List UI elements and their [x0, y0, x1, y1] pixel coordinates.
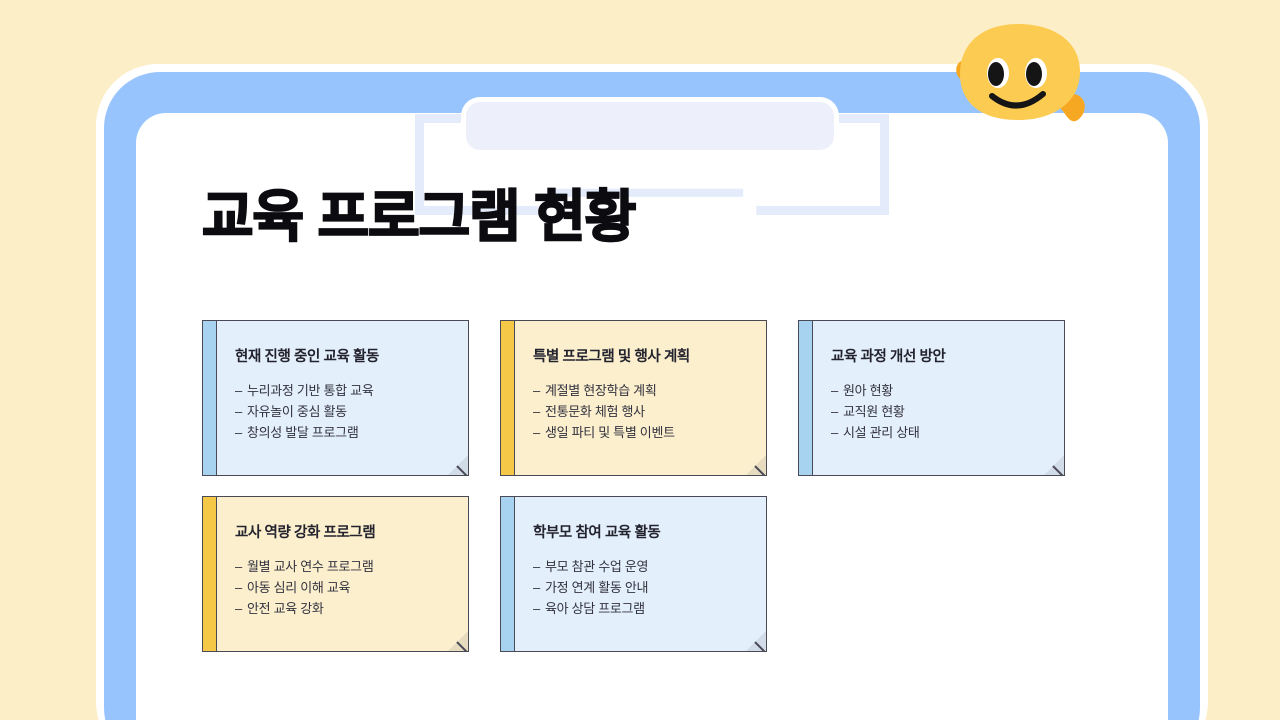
card-list: –원아 현황 –교직원 현황 –시설 관리 상태 — [831, 380, 1050, 443]
list-item: –안전 교육 강화 — [235, 598, 454, 619]
list-item-label: 부모 참관 수업 운영 — [544, 559, 649, 574]
list-item: –창의성 발달 프로그램 — [235, 422, 454, 443]
card-parent-participation[interactable]: 학부모 참여 교육 활동 –부모 참관 수업 운영 –가정 연계 활동 안내 –… — [500, 496, 767, 652]
bullet-dash-icon: – — [533, 383, 540, 398]
list-item: –계절별 현장학습 계획 — [533, 380, 752, 401]
card-accent-bar — [501, 321, 515, 475]
card-body: 특별 프로그램 및 행사 계획 –계절별 현장학습 계획 –전통문화 체험 행사… — [515, 321, 766, 475]
card-title: 교사 역량 강화 프로그램 — [235, 525, 376, 541]
bullet-dash-icon: – — [533, 559, 540, 574]
list-item: –육아 상담 프로그램 — [533, 598, 752, 619]
bullet-dash-icon: – — [235, 601, 242, 617]
list-item-label: 생일 파티 및 특별 이벤트 — [544, 425, 675, 441]
list-item: –시설 관리 상태 — [831, 422, 1050, 443]
bullet-dash-icon: – — [235, 580, 242, 596]
card-list: –부모 참관 수업 운영 –가정 연계 활동 안내 –육아 상담 프로그램 — [533, 556, 752, 619]
card-list: –누리과정 기반 통합 교육 –자유놀이 중심 활동 –창의성 발달 프로그램 — [235, 380, 454, 443]
card-teacher-capacity[interactable]: 교사 역량 강화 프로그램 –월별 교사 연수 프로그램 –아동 심리 이해 교… — [202, 496, 469, 652]
list-item-label: 가정 연계 활동 안내 — [544, 580, 649, 596]
card-list: –월별 교사 연수 프로그램 –아동 심리 이해 교육 –안전 교육 강화 — [235, 556, 454, 619]
list-item: –부모 참관 수업 운영 — [533, 556, 752, 577]
card-list: –계절별 현장학습 계획 –전통문화 체험 행사 –생일 파티 및 특별 이벤트 — [533, 380, 752, 443]
bullet-dash-icon: – — [235, 559, 242, 574]
list-item-label: 육아 상담 프로그램 — [544, 601, 645, 617]
card-body: 교사 역량 강화 프로그램 –월별 교사 연수 프로그램 –아동 심리 이해 교… — [217, 497, 468, 651]
list-item-label: 누리과정 기반 통합 교육 — [246, 383, 374, 398]
list-item: –월별 교사 연수 프로그램 — [235, 556, 454, 577]
list-item-label: 원아 현황 — [842, 383, 893, 398]
card-curriculum-improvement[interactable]: 교육 과정 개선 방안 –원아 현황 –교직원 현황 –시설 관리 상태 — [798, 320, 1065, 476]
list-item-label: 자유놀이 중심 활동 — [246, 404, 347, 420]
card-accent-bar — [203, 497, 217, 651]
card-body: 교육 과정 개선 방안 –원아 현황 –교직원 현황 –시설 관리 상태 — [813, 321, 1064, 475]
card-row-top: 현재 진행 중인 교육 활동 –누리과정 기반 통합 교육 –자유놀이 중심 활… — [202, 320, 1082, 476]
bullet-dash-icon: – — [533, 601, 540, 617]
list-item: –가정 연계 활동 안내 — [533, 577, 752, 598]
list-item-label: 창의성 발달 프로그램 — [246, 425, 359, 441]
decorative-rounded-tab — [466, 102, 834, 150]
list-item-label: 교직원 현황 — [842, 404, 905, 420]
card-title: 학부모 참여 교육 활동 — [533, 525, 661, 541]
smiley-blob-character-icon — [944, 18, 1094, 138]
bullet-dash-icon: – — [235, 383, 242, 398]
bullet-dash-icon: – — [235, 425, 242, 441]
card-accent-bar — [203, 321, 217, 475]
list-item-label: 시설 관리 상태 — [842, 425, 920, 441]
bullet-dash-icon: – — [533, 425, 540, 441]
list-item-label: 아동 심리 이해 교육 — [246, 580, 351, 596]
list-item: –원아 현황 — [831, 380, 1050, 401]
list-item-label: 월별 교사 연수 프로그램 — [246, 559, 374, 574]
card-title: 특별 프로그램 및 행사 계획 — [533, 349, 690, 365]
list-item: –생일 파티 및 특별 이벤트 — [533, 422, 752, 443]
card-title: 교육 과정 개선 방안 — [831, 349, 946, 365]
bullet-dash-icon: – — [235, 404, 242, 420]
card-accent-bar — [501, 497, 515, 651]
list-item: –교직원 현황 — [831, 401, 1050, 422]
card-body: 현재 진행 중인 교육 활동 –누리과정 기반 통합 교육 –자유놀이 중심 활… — [217, 321, 468, 475]
list-item: –자유놀이 중심 활동 — [235, 401, 454, 422]
card-accent-bar — [799, 321, 813, 475]
bullet-dash-icon: – — [831, 383, 838, 398]
page-title: 교육 프로그램 현황 — [201, 185, 637, 248]
card-row-bottom: 교사 역량 강화 프로그램 –월별 교사 연수 프로그램 –아동 심리 이해 교… — [202, 496, 1082, 652]
list-item-label: 전통문화 체험 행사 — [544, 404, 645, 420]
list-item-label: 계절별 현장학습 계획 — [544, 383, 657, 398]
card-body: 학부모 참여 교육 활동 –부모 참관 수업 운영 –가정 연계 활동 안내 –… — [515, 497, 766, 651]
card-grid: 현재 진행 중인 교육 활동 –누리과정 기반 통합 교육 –자유놀이 중심 활… — [202, 320, 1082, 672]
card-special-programs[interactable]: 특별 프로그램 및 행사 계획 –계절별 현장학습 계획 –전통문화 체험 행사… — [500, 320, 767, 476]
bullet-dash-icon: – — [831, 425, 838, 441]
bullet-dash-icon: – — [831, 404, 838, 420]
list-item-label: 안전 교육 강화 — [246, 601, 324, 617]
bullet-dash-icon: – — [533, 580, 540, 596]
list-item: –누리과정 기반 통합 교육 — [235, 380, 454, 401]
list-item: –아동 심리 이해 교육 — [235, 577, 454, 598]
card-title: 현재 진행 중인 교육 활동 — [235, 349, 379, 365]
card-current-activities[interactable]: 현재 진행 중인 교육 활동 –누리과정 기반 통합 교육 –자유놀이 중심 활… — [202, 320, 469, 476]
list-item: –전통문화 체험 행사 — [533, 401, 752, 422]
bullet-dash-icon: – — [533, 404, 540, 420]
